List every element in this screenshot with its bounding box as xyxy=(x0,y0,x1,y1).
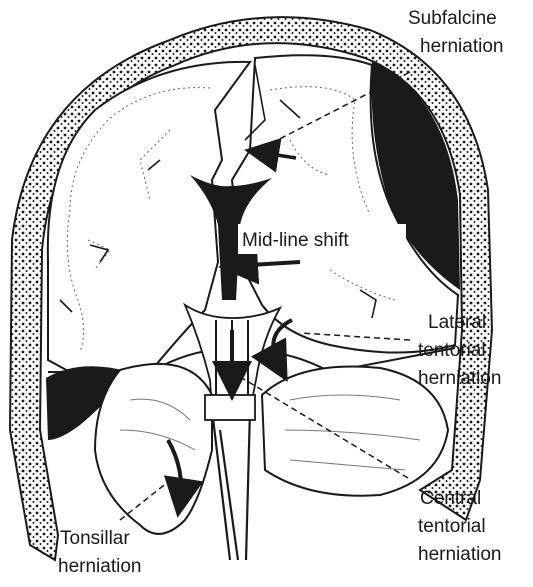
midline-shift-label: Mid-line shift xyxy=(242,230,349,251)
subfalcine-label-line-2: herniation xyxy=(420,36,503,57)
cerebellum xyxy=(95,364,448,534)
tonsillar-label: Tonsillar herniation xyxy=(58,528,141,577)
lateral-label-line-2: tentorial xyxy=(418,340,486,361)
tonsillar-label-line-2: herniation xyxy=(58,556,141,577)
central-label-line-1: Central xyxy=(420,488,481,509)
central-label-line-2: tentorial xyxy=(418,516,486,537)
subfalcine-label-line-1: Subfalcine xyxy=(408,8,497,29)
lateral-label-line-3: herniation xyxy=(418,368,501,389)
subfalcine-label: Subfalcine herniation xyxy=(408,8,503,57)
spinal-cord xyxy=(212,410,250,560)
central-label-line-3: herniation xyxy=(418,544,501,565)
brainstem-box xyxy=(205,395,255,420)
lateral-label-line-1: Lateral xyxy=(428,312,486,333)
central-label: Central tentorial herniation xyxy=(418,488,501,565)
tonsillar-label-line-1: Tonsillar xyxy=(60,528,130,549)
